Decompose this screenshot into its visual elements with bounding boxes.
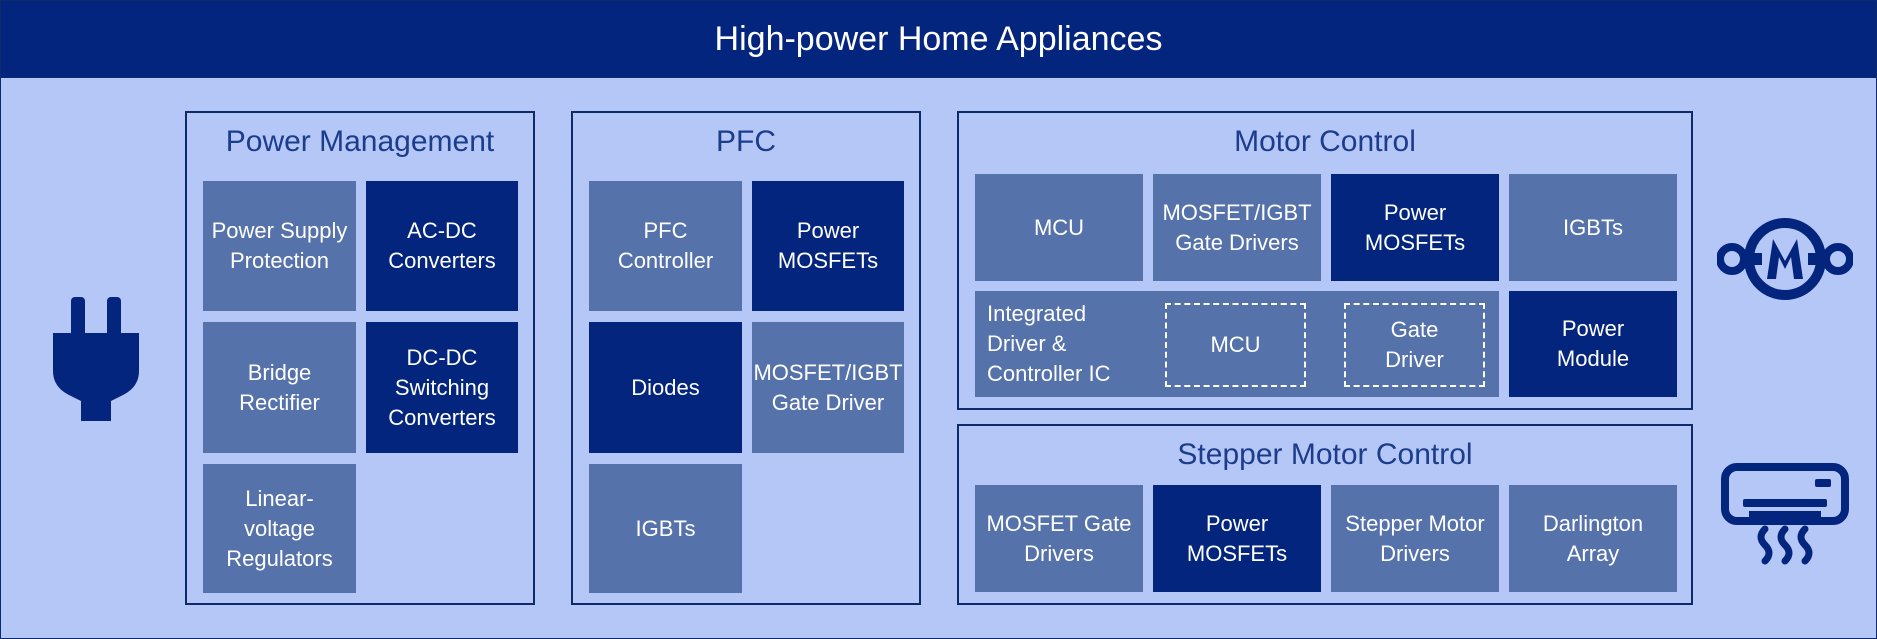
- pfc-title: PFC: [716, 125, 776, 158]
- ac-dc-converters-block: AC-DC Converters: [366, 181, 518, 311]
- diodes-block: Diodes: [589, 322, 742, 453]
- power-mosfets-block: Power MOSFETs: [1153, 485, 1321, 592]
- linear-voltage-regulators-block: Linear- voltage Regulators: [203, 464, 356, 593]
- pfc-group: PFC PFC Controller Power MOSFETs Diodes …: [571, 111, 921, 605]
- stepper-motor-drivers-block: Stepper Motor Drivers: [1331, 485, 1499, 592]
- dc-dc-switching-converters-block: DC-DC Switching Converters: [366, 322, 518, 453]
- mcu-block: MCU: [975, 174, 1143, 281]
- air-conditioner-icon: [1721, 463, 1849, 565]
- mosfet-gate-drivers-block: MOSFET Gate Drivers: [975, 485, 1143, 592]
- bridge-rectifier-block: Bridge Rectifier: [203, 322, 356, 453]
- power-plug-icon: [53, 297, 139, 421]
- mosfet-igbt-gate-driver-block: MOSFET/IGBT Gate Driver: [752, 322, 904, 453]
- pfc-controller-block: PFC Controller: [589, 181, 742, 311]
- power-module-block: Power Module: [1509, 291, 1677, 397]
- stepper-motor-control-title: Stepper Motor Control: [1177, 438, 1473, 471]
- integrated-driver-controller-ic-block: Integrated Driver & Controller IC MCU Ga…: [975, 291, 1499, 397]
- power-supply-protection-block: Power Supply Protection: [203, 181, 356, 311]
- integrated-driver-controller-ic-label: Integrated Driver & Controller IC: [987, 301, 1111, 386]
- mosfet-igbt-gate-drivers-block: MOSFET/IGBT Gate Drivers: [1153, 174, 1321, 281]
- power-mosfets-block: Power MOSFETs: [1331, 174, 1499, 281]
- stepper-motor-control-group: Stepper Motor Control MOSFET Gate Driver…: [957, 424, 1693, 605]
- igbts-block: IGBTs: [1509, 174, 1677, 281]
- integrated-mcu-block: MCU: [1165, 303, 1306, 387]
- page-title: High-power Home Appliances: [1, 1, 1876, 78]
- power-management-title: Power Management: [225, 125, 495, 158]
- motor-icon: [1717, 218, 1853, 300]
- motor-control-group: Motor Control MCU MOSFET/IGBT Gate Drive…: [957, 111, 1693, 410]
- integrated-gate-driver-block: Gate Driver: [1344, 303, 1485, 387]
- darlington-array-block: Darlington Array: [1509, 485, 1677, 592]
- power-mosfets-block: Power MOSFETs: [752, 181, 904, 311]
- motor-control-title: Motor Control: [1234, 125, 1416, 158]
- power-management-group: Power Management Power Supply Protection…: [185, 111, 535, 605]
- igbts-block: IGBTs: [589, 464, 742, 593]
